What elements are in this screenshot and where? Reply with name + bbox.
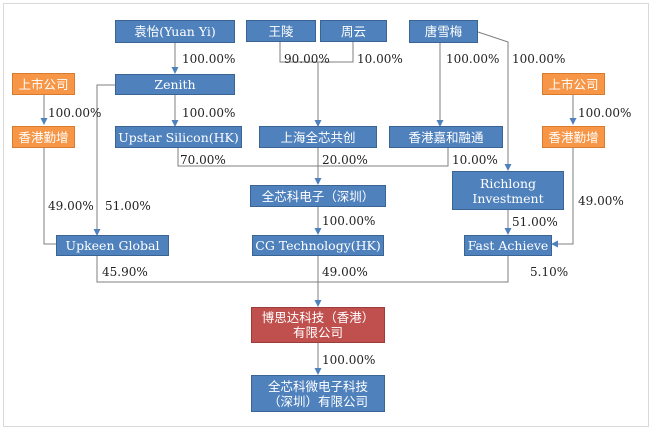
node-upstar-silicon: Upstar Silicon(HK) <box>115 126 242 148</box>
pct-qx-cg: 100.00% <box>322 214 376 228</box>
pct-hkright-fast: 49.00% <box>578 194 624 208</box>
line-fast-bosida <box>318 256 509 283</box>
node-cg-technology: CG Technology(HK) <box>252 235 384 256</box>
pct-upkeen-bosida: 45.90% <box>102 265 148 279</box>
pct-jiahe-qx: 10.00% <box>452 153 498 167</box>
pct-zhou-sh: 10.00% <box>357 52 403 66</box>
line-tang-richlong <box>477 31 512 171</box>
node-quanxin-micro: 全芯科微电子科技 （深圳）有限公司 <box>251 375 385 412</box>
node-hk-qinzeng-right: 香港勤增 <box>542 126 605 148</box>
node-shanghai-quanxin: 上海全芯共创 <box>259 126 377 148</box>
line-upkeen-bosida <box>96 256 318 283</box>
pct-listed-left-hk: 100.00% <box>48 106 102 120</box>
node-bosida: 博思达科技（香港） 有限公司 <box>251 307 385 343</box>
pct-bosida-micro: 100.00% <box>322 353 376 367</box>
pct-sh-qx: 20.00% <box>322 153 368 167</box>
pct-tang-richlong: 100.00% <box>512 52 566 66</box>
pct-listed-right-hk: 100.00% <box>578 106 632 120</box>
node-yuan-yi: 袁怡(Yuan Yi) <box>115 20 235 43</box>
diagram-frame <box>3 3 649 427</box>
node-upkeen-global: Upkeen Global <box>56 235 169 256</box>
node-zenith: Zenith <box>115 74 235 95</box>
pct-upstar-qx: 70.00% <box>180 153 226 167</box>
node-wang-ling: 王陵 <box>246 20 316 42</box>
line-jiahe-qx <box>318 148 449 167</box>
pct-zenith-upkeen: 51.00% <box>105 199 151 213</box>
line-hkleft-upkeen <box>43 148 65 248</box>
line-zhou-sh <box>318 42 354 63</box>
node-zhou-yun: 周云 <box>320 20 387 42</box>
node-hk-qinzeng-left: 香港勤增 <box>12 126 75 148</box>
pct-fast-bosida: 5.10% <box>530 265 569 279</box>
pct-tang-jiahe: 100.00% <box>446 52 500 66</box>
node-quanxin-shenzhen: 全芯科电子（深圳） <box>250 185 386 207</box>
pct-zenith-upstar: 100.00% <box>182 106 236 120</box>
node-listed-company-right: 上市公司 <box>542 73 605 95</box>
pct-richlong-fast: 51.00% <box>512 215 558 229</box>
line-hkright-fast <box>551 148 574 248</box>
line-wang-sh <box>279 42 322 127</box>
pct-hkleft-upkeen: 49.00% <box>48 199 94 213</box>
node-fast-achieve: Fast Achieve <box>464 235 552 256</box>
node-richlong: Richlong Investment <box>452 171 564 210</box>
pct-wang-sh: 90.00% <box>284 52 330 66</box>
node-hk-jiahe: 香港嘉和融通 <box>389 126 503 148</box>
line-upstar-qx <box>177 148 318 167</box>
node-listed-company-left: 上市公司 <box>12 73 75 95</box>
pct-yuan-zenith: 100.00% <box>182 52 236 66</box>
node-tang-xuemei: 唐雪梅 <box>409 20 478 43</box>
pct-cg-bosida: 49.00% <box>322 265 368 279</box>
